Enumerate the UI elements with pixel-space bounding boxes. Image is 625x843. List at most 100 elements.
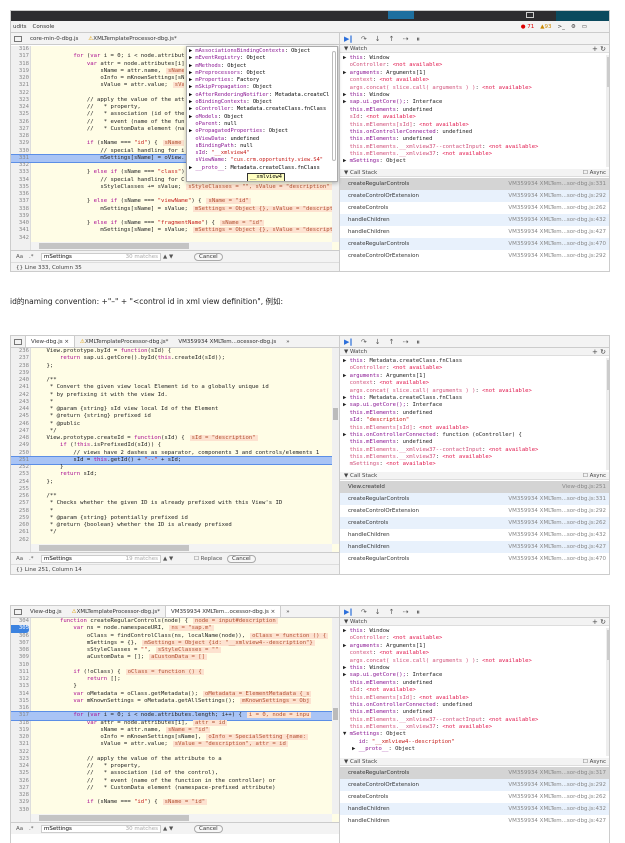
- file-tab[interactable]: VM359934 XMLTem...ocessor-dbg.js: [173, 336, 281, 347]
- scrollbar-thumb[interactable]: [607, 57, 609, 87]
- frame-location[interactable]: VM359934 XMLTem...sor-dbg.js:292: [508, 253, 606, 259]
- watch-expression[interactable]: this.mElements[sId]: <not available>: [349, 424, 469, 431]
- frame-location[interactable]: View-dbg.js:251: [561, 484, 606, 490]
- search-prev-next-buttons[interactable]: ▲ ▼: [163, 556, 174, 562]
- scrollbar-thumb[interactable]: [333, 408, 338, 420]
- watch-expression[interactable]: args.concat( slice.call( arguments ) ): …: [349, 84, 532, 91]
- watch-expression[interactable]: args.concat( slice.call( arguments ) ): …: [349, 387, 532, 394]
- watch-add-refresh-icons[interactable]: + ↻: [592, 348, 606, 356]
- cancel-button[interactable]: Cancel: [194, 825, 223, 833]
- popover-property[interactable]: ▶ mEventRegistry: Object: [189, 55, 266, 62]
- pretty-print-icon[interactable]: {}: [16, 265, 25, 271]
- scrollbar-thumb[interactable]: [39, 545, 189, 551]
- horizontal-scrollbar[interactable]: [31, 544, 332, 552]
- file-tab[interactable]: View-dbg.js: [25, 606, 67, 617]
- watch-expression[interactable]: this.mElements: undefined: [349, 136, 433, 143]
- navigator-toggle-icon[interactable]: [14, 608, 22, 615]
- watch-expression[interactable]: ▶ arguments: Arguments[1]: [343, 69, 426, 76]
- error-count[interactable]: ● 71: [520, 24, 535, 30]
- popover-property[interactable]: ▶ oPropagatedProperties: Object: [189, 128, 288, 135]
- console-drawer-icon[interactable]: >_: [557, 24, 565, 30]
- step-into-icon[interactable]: ↓: [374, 35, 381, 43]
- popover-property[interactable]: ▶ oController: Metadata.createClass.fnCl…: [189, 106, 327, 113]
- frame-location[interactable]: VM359934 XMLTem...sor-dbg.js:262: [508, 794, 606, 800]
- watch-add-refresh-icons[interactable]: + ↻: [592, 45, 606, 53]
- popover-property[interactable]: ▶ mPreprocessors: Object: [189, 69, 266, 76]
- popover-property[interactable]: ▶ mSkipPropagation: Object: [189, 84, 272, 91]
- horizontal-scrollbar[interactable]: [31, 814, 332, 822]
- watch-expression[interactable]: this.mElements[sId]: <not available>: [349, 121, 469, 128]
- watch-expression[interactable]: oController: <not available>: [349, 635, 443, 642]
- frame-location[interactable]: VM359934 XMLTem...sor-dbg.js:432: [508, 532, 606, 538]
- watch-expression[interactable]: this.mElements.__xmlview37: <not availab…: [349, 724, 493, 731]
- watch-expression[interactable]: this.mElements: undefined: [349, 409, 433, 416]
- watch-expression[interactable]: mSettings: <not available>: [349, 461, 436, 468]
- watch-header[interactable]: ▼ Watch+ ↻: [340, 45, 609, 53]
- navigator-toggle-icon[interactable]: [14, 35, 22, 42]
- match-case-toggle[interactable]: Aa: [16, 826, 24, 832]
- panel-tab-udits[interactable]: udits: [13, 24, 27, 30]
- frame-location[interactable]: VM359934 XMLTem...sor-dbg.js:470: [508, 556, 606, 562]
- settings-gear-icon[interactable]: ⚙: [570, 24, 576, 30]
- watch-expression[interactable]: this.mElements.__xmlview37: <not availab…: [349, 151, 493, 158]
- match-case-toggle[interactable]: Aa: [16, 556, 24, 562]
- watch-expression[interactable]: this.mElements: undefined: [349, 709, 433, 716]
- popover-property[interactable]: sId: "__xmlview4": [195, 150, 250, 157]
- popover-property[interactable]: sBindingPath: null: [195, 142, 253, 149]
- watch-expression[interactable]: ▶ arguments: Arguments[1]: [343, 372, 426, 379]
- popover-property[interactable]: ▶ mMethods: Object: [189, 62, 247, 69]
- step-out-icon[interactable]: ↑: [388, 35, 395, 43]
- step-out-icon[interactable]: ↑: [388, 608, 395, 616]
- popover-property[interactable]: ▶ oBindingContexts: Object: [189, 99, 272, 106]
- popover-property[interactable]: ▶ __proto__: Metadata.createClass.fnClas…: [189, 164, 320, 171]
- call-stack-header[interactable]: ▼ Call Stack☐ Async: [340, 169, 609, 177]
- pause-on-exceptions-icon[interactable]: ⏸: [416, 608, 420, 616]
- regex-toggle[interactable]: .*: [29, 254, 34, 260]
- popover-property[interactable]: oViewData: undefined: [195, 135, 260, 142]
- pretty-print-icon[interactable]: {}: [16, 567, 25, 573]
- popover-scrollbar[interactable]: [332, 51, 336, 161]
- cancel-button[interactable]: Cancel: [194, 253, 223, 261]
- pause-on-exceptions-icon[interactable]: ⏸: [416, 338, 420, 346]
- frame-location[interactable]: VM359934 XMLTem...sor-dbg.js:331: [508, 496, 606, 502]
- scrollbar-thumb[interactable]: [607, 360, 609, 390]
- watch-expression[interactable]: this.mElements.__xmlview37--contactInput…: [349, 716, 539, 723]
- frame-location[interactable]: VM359934 XMLTem...sor-dbg.js:427: [508, 818, 606, 824]
- frame-location[interactable]: VM359934 XMLTem...sor-dbg.js:262: [508, 520, 606, 526]
- watch-expression[interactable]: ▶ this: Window: [343, 628, 390, 634]
- vertical-scrollbar[interactable]: [332, 348, 339, 544]
- frame-location[interactable]: VM359934 XMLTem...sor-dbg.js:262: [508, 205, 606, 211]
- watch-expression[interactable]: this.mElements: undefined: [349, 439, 433, 446]
- vertical-scrollbar[interactable]: [332, 618, 339, 814]
- watch-header[interactable]: ▼ Watch+ ↻: [340, 618, 609, 626]
- popover-property[interactable]: ▶ mAssociationsBindingContexts: Object: [189, 48, 311, 54]
- watch-expression[interactable]: this.mElements: undefined: [349, 106, 433, 113]
- popover-property[interactable]: ▶ oAfterRenderingNotifier: Metadata.crea…: [189, 91, 330, 98]
- frame-location[interactable]: VM359934 XMLTem...sor-dbg.js:427: [508, 229, 606, 235]
- watch-expression[interactable]: oController: <not available>: [349, 365, 443, 372]
- frame-location[interactable]: VM359934 XMLTem...sor-dbg.js:427: [508, 544, 606, 550]
- watch-expression[interactable]: ▶ mSettings: Object: [343, 158, 406, 165]
- watch-expression[interactable]: ▶ this.onControllerConnected: function (…: [343, 431, 522, 438]
- watch-expression[interactable]: context: <not available>: [349, 77, 430, 84]
- frame-location[interactable]: VM359934 XMLTem...sor-dbg.js:331: [508, 181, 606, 187]
- scrollbar-thumb[interactable]: [333, 708, 338, 720]
- watch-expression[interactable]: id: "__xmlview4--description": [358, 738, 455, 745]
- step-out-icon[interactable]: ↑: [388, 338, 395, 346]
- watch-expression[interactable]: ▶ this: Metadata.createClass.fnClass: [343, 358, 463, 364]
- async-checkbox[interactable]: ☐ Async: [582, 473, 606, 479]
- watch-expression[interactable]: context: <not available>: [349, 650, 430, 657]
- call-stack-header[interactable]: ▼ Call Stack☐ Async: [340, 758, 609, 766]
- watch-expression[interactable]: sId: <not available>: [349, 114, 416, 121]
- watch-expression[interactable]: this.mElements.__xmlview37--contactInput…: [349, 446, 539, 453]
- frame-location[interactable]: VM359934 XMLTem...sor-dbg.js:317: [508, 770, 606, 776]
